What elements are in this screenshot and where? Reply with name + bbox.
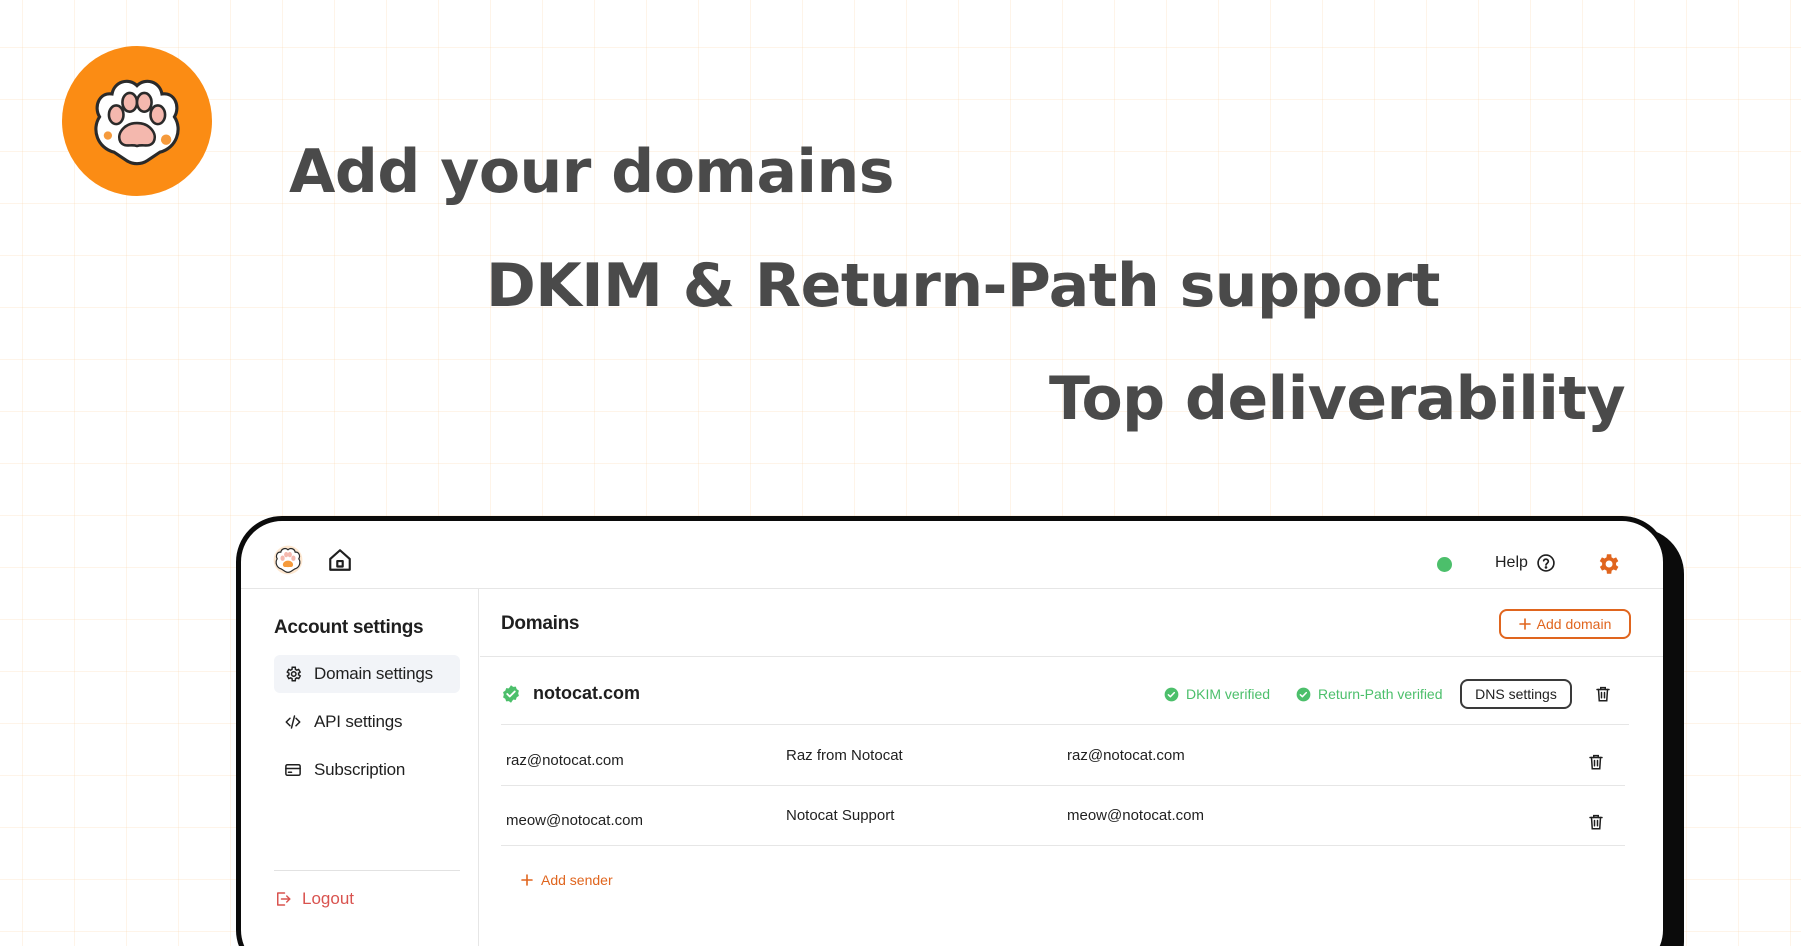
help-button[interactable]: Help bbox=[1495, 553, 1556, 573]
headline-dkim-support: DKIM & Return-Path support bbox=[486, 251, 1440, 321]
add-domain-button[interactable]: Add domain bbox=[1499, 609, 1631, 639]
sender-row: meow@notocat.com Notocat Support meow@no… bbox=[501, 786, 1625, 846]
help-circle-icon bbox=[1537, 554, 1555, 572]
logout-label: Logout bbox=[302, 889, 354, 908]
gear-icon bbox=[286, 666, 302, 682]
sidebar-divider bbox=[274, 870, 460, 871]
top-bar: Help bbox=[241, 521, 1663, 589]
app-logo-button[interactable] bbox=[273, 545, 303, 575]
sender-name: Raz from Notocat bbox=[786, 747, 903, 764]
notocat-logo bbox=[62, 46, 212, 196]
add-domain-label: Add domain bbox=[1536, 616, 1612, 632]
sender-name: Notocat Support bbox=[786, 807, 895, 824]
check-circle-icon bbox=[1164, 687, 1179, 701]
help-label: Help bbox=[1495, 554, 1528, 571]
domain-row: notocat.com DKIM verified Return-Path ve… bbox=[501, 657, 1629, 725]
check-circle-icon bbox=[1296, 687, 1311, 701]
sender-email: raz@notocat.com bbox=[506, 752, 624, 769]
sender-row: raz@notocat.com Raz from Notocat raz@not… bbox=[501, 726, 1625, 786]
logout-button[interactable]: Logout bbox=[274, 889, 354, 909]
credit-card-icon bbox=[285, 764, 301, 776]
domains-panel: Domains Add domain notocat.com DKIM veri… bbox=[480, 589, 1663, 946]
delete-domain-icon[interactable] bbox=[1594, 684, 1612, 704]
return-path-status-badge: Return-Path verified bbox=[1296, 686, 1443, 702]
page-title: Domains bbox=[501, 613, 580, 634]
dkim-status-badge: DKIM verified bbox=[1164, 686, 1270, 702]
cat-paw-logo-icon bbox=[273, 545, 303, 575]
home-icon bbox=[329, 549, 351, 571]
cat-paw-logo-icon bbox=[94, 79, 180, 166]
sidebar-title: Account settings bbox=[274, 617, 424, 638]
sender-reply-to: meow@notocat.com bbox=[1067, 807, 1204, 824]
code-icon bbox=[285, 715, 301, 729]
sidebar-item-api-settings[interactable]: API settings bbox=[274, 703, 460, 741]
domain-name: notocat.com bbox=[533, 683, 641, 703]
domains-header: Domains Add domain bbox=[480, 589, 1663, 657]
settings-button[interactable] bbox=[1595, 551, 1621, 577]
headline-add-domains: Add your domains bbox=[289, 137, 894, 207]
app-window: Help Account settings Domain settings bbox=[236, 516, 1668, 946]
sidebar-item-subscription[interactable]: Subscription bbox=[274, 751, 460, 789]
logout-icon bbox=[277, 892, 291, 906]
dns-settings-button[interactable]: DNS settings bbox=[1460, 679, 1572, 709]
add-sender-label: Add sender bbox=[541, 872, 613, 888]
settings-sidebar: Account settings Domain settings API set… bbox=[241, 589, 479, 946]
sender-reply-to: raz@notocat.com bbox=[1067, 747, 1185, 764]
sidebar-item-domain-settings[interactable]: Domain settings bbox=[274, 655, 460, 693]
status-indicator bbox=[1437, 557, 1452, 572]
gear-icon bbox=[1599, 554, 1619, 574]
sidebar-item-label: API settings bbox=[314, 712, 403, 731]
headline-deliverability: Top deliverability bbox=[1049, 364, 1626, 434]
plus-icon bbox=[1518, 618, 1531, 630]
sidebar-item-label: Domain settings bbox=[314, 664, 433, 683]
sender-email: meow@notocat.com bbox=[506, 812, 643, 829]
add-sender-button[interactable]: Add sender bbox=[521, 872, 613, 888]
home-button[interactable] bbox=[327, 547, 353, 573]
verified-check-icon bbox=[503, 685, 519, 703]
dkim-status-label: DKIM verified bbox=[1186, 686, 1271, 702]
delete-sender-icon[interactable] bbox=[1587, 752, 1605, 772]
sidebar-item-label: Subscription bbox=[314, 760, 406, 779]
plus-icon bbox=[521, 874, 533, 886]
return-path-status-label: Return-Path verified bbox=[1318, 686, 1443, 702]
delete-sender-icon[interactable] bbox=[1587, 812, 1605, 832]
